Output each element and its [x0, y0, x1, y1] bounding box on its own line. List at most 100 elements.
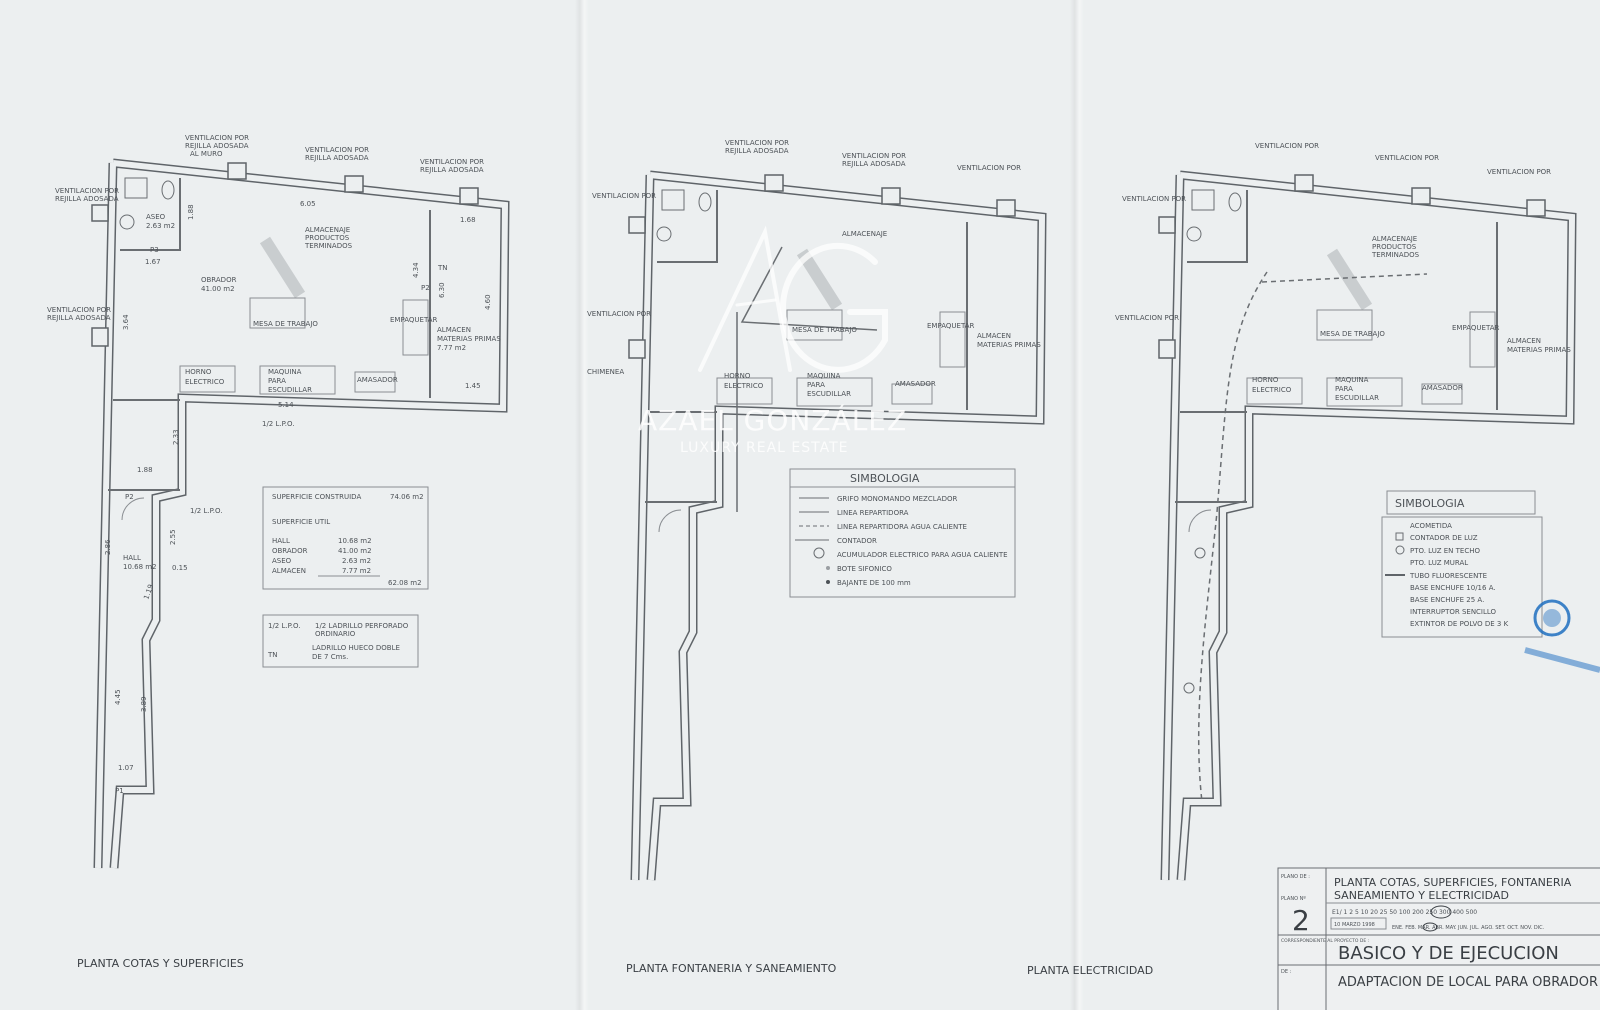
room-label: OBRADOR — [201, 276, 237, 284]
plan-text: MAQUINA — [1335, 376, 1369, 384]
room-label: PRODUCTOS — [305, 234, 350, 242]
room-area: 7.77 m2 — [437, 344, 466, 352]
plan-text: BAJANTE DE 100 mm — [837, 579, 911, 587]
plan-text: HALL — [272, 537, 290, 545]
plan-text: VENTILACION POR — [1255, 142, 1319, 150]
dimension: 6.05 — [300, 200, 316, 208]
door-label: P2 — [125, 493, 134, 501]
dimension: 6.30 — [438, 282, 446, 298]
vent-label: REJILLA ADOSADA — [55, 195, 119, 203]
plan-text: VENTILACION POR — [957, 164, 1021, 172]
official-stamp — [1524, 599, 1600, 673]
room-label: ALMACENAJE — [305, 226, 350, 234]
plan-title: PLANTA ELECTRICIDAD — [1027, 964, 1153, 977]
dimension: 0.15 — [172, 564, 188, 572]
dimension: 1.45 — [465, 382, 481, 390]
room-label: ASEO — [146, 213, 166, 221]
vent-label: REJILLA ADOSADA — [305, 154, 369, 162]
plan-text: ALMACENAJE — [842, 230, 887, 238]
plan-text: VENTILACION POR — [1122, 195, 1186, 203]
dimension: 2.86 — [104, 539, 112, 555]
furniture-label: HORNO — [185, 368, 212, 376]
dimension: 1.88 — [187, 204, 195, 220]
surfaces-table: SUPERFICIE CONSTRUIDA 74.06 m2 SUPERFICI… — [262, 486, 429, 590]
dimension: 1.68 — [460, 216, 476, 224]
plan-text: GRIFO MONOMANDO MEZCLADOR — [837, 495, 957, 503]
furniture-label: AMASADOR — [357, 376, 398, 384]
dimension: 1.07 — [118, 764, 134, 772]
furniture-label: ESCUDILLAR — [268, 386, 312, 394]
legend-plumbing: SIMBOLOGIA GRIFO MONOMANDO MEZCLADOR LIN… — [789, 468, 1016, 598]
room-label: HALL — [123, 554, 141, 562]
furniture-label: MESA DE TRABAJO — [253, 320, 318, 328]
plan-text: 1/2 LADRILLO PERFORADO — [315, 622, 409, 630]
plan-text: BASICO Y DE EJECUCION — [1338, 943, 1559, 964]
plan-text: PARA — [807, 381, 825, 389]
plan-text: 1/2 L.P.O. — [268, 622, 300, 630]
plan-text: INTERRUPTOR SENCILLO — [1410, 608, 1497, 616]
plan-text: VENTILACION POR — [725, 139, 789, 147]
plan-text: ALMACEN — [1507, 337, 1541, 345]
furniture-label: PARA — [268, 377, 286, 385]
vent-label: AL MURO — [190, 150, 223, 158]
plan-text: AMASADOR — [895, 380, 936, 388]
plan-text: VENTILACION POR — [842, 152, 906, 160]
plan-text: EMPAQUETAR — [927, 322, 974, 330]
plan-text: ALMACEN — [272, 567, 306, 575]
plan-number: 2 — [1292, 904, 1310, 937]
dimension: 2.33 — [172, 429, 180, 445]
plan-electricidad: VENTILACION POR VENTILACION POR VENTILAC… — [1027, 142, 1572, 977]
door-label: P1 — [115, 787, 124, 795]
plan-text: EXTINTOR DE POLVO DE 3 K — [1410, 620, 1509, 628]
plan-text: BASE ENCHUFE 10/16 A. — [1410, 584, 1496, 592]
plan-text: ORDINARIO — [315, 630, 356, 638]
dimension: 3.89 — [140, 696, 148, 712]
plan-text: PRODUCTOS — [1372, 243, 1417, 251]
plan-text: MATERIAS PRIMAS — [977, 341, 1041, 349]
room-area: 10.68 m2 — [123, 563, 157, 571]
plan-text: CONTADOR DE LUZ — [1410, 534, 1478, 542]
vent-label: REJILLA ADOSADA — [420, 166, 484, 174]
plan-text: PTO. LUZ EN TECHO — [1410, 547, 1480, 555]
watermark-name: AZAEL GONZÁLEZ — [638, 403, 907, 437]
plan-text: HORNO — [724, 372, 751, 380]
plan-text: MESA DE TRABAJO — [792, 326, 857, 334]
plan-text: MATERIAS PRIMAS — [1507, 346, 1571, 354]
dimension: 2.55 — [169, 529, 177, 545]
dimension: 1.67 — [145, 258, 161, 266]
plan-text: LINEA REPARTIDORA — [837, 509, 909, 517]
plan-text: CORRESPONDIENTE AL PROYECTO DE : — [1281, 938, 1369, 944]
wall-type-label: 1/2 L.P.O. — [262, 420, 294, 428]
vent-label: VENTILACION POR — [420, 158, 484, 166]
vent-label: REJILLA ADOSADA — [47, 314, 111, 322]
plan-text: ESCUDILLAR — [807, 390, 851, 398]
plan-text: VENTILACION POR — [587, 310, 651, 318]
plan-text: EMPAQUETAR — [1452, 324, 1499, 332]
dimension: 3.64 — [122, 314, 130, 330]
watermark-monogram — [698, 225, 888, 373]
plan-text: TUBO FLUORESCENTE — [1409, 572, 1487, 580]
materials-table: 1/2 L.P.O. 1/2 LADRILLO PERFORADO ORDINA… — [262, 614, 419, 668]
plan-text: CONTADOR — [837, 537, 877, 545]
plan-text: REJILLA ADOSADA — [725, 147, 789, 155]
plan-text: SANEAMIENTO Y ELECTRICIDAD — [1334, 889, 1509, 902]
plan-text: MESA DE TRABAJO — [1320, 330, 1385, 338]
plan-text: 10 MARZO 1998 — [1334, 922, 1375, 928]
plan-text: SUPERFICIE UTIL — [272, 518, 330, 526]
furniture-label: EMPAQUETAR — [390, 316, 437, 324]
furniture-label: MAQUINA — [268, 368, 302, 376]
plan-text: 41.00 m2 — [338, 547, 372, 555]
plan-text: SUPERFICIE CONSTRUIDA — [272, 493, 361, 501]
title-block: PLANO DE : PLANO Nº 2 CORRESPONDIENTE AL… — [1277, 867, 1600, 1010]
plan-text: 62.08 m2 — [388, 579, 422, 587]
plan-text: BOTE SIFONICO — [837, 565, 892, 573]
wall-type-label: TN — [437, 264, 448, 272]
plan-text: ESCUDILLAR — [1335, 394, 1379, 402]
legend-electric: SIMBOLOGIA ACOMETIDA CONTADOR DE LUZ PTO… — [1381, 490, 1543, 638]
dimension: 4.45 — [114, 689, 122, 705]
wall-type-label: 1/2 L.P.O. — [190, 507, 222, 515]
plan-text: PLANTA COTAS, SUPERFICIES, FONTANERIA — [1334, 876, 1572, 889]
vent-label: VENTILACION POR — [305, 146, 369, 154]
room-label: MATERIAS PRIMAS — [437, 335, 501, 343]
